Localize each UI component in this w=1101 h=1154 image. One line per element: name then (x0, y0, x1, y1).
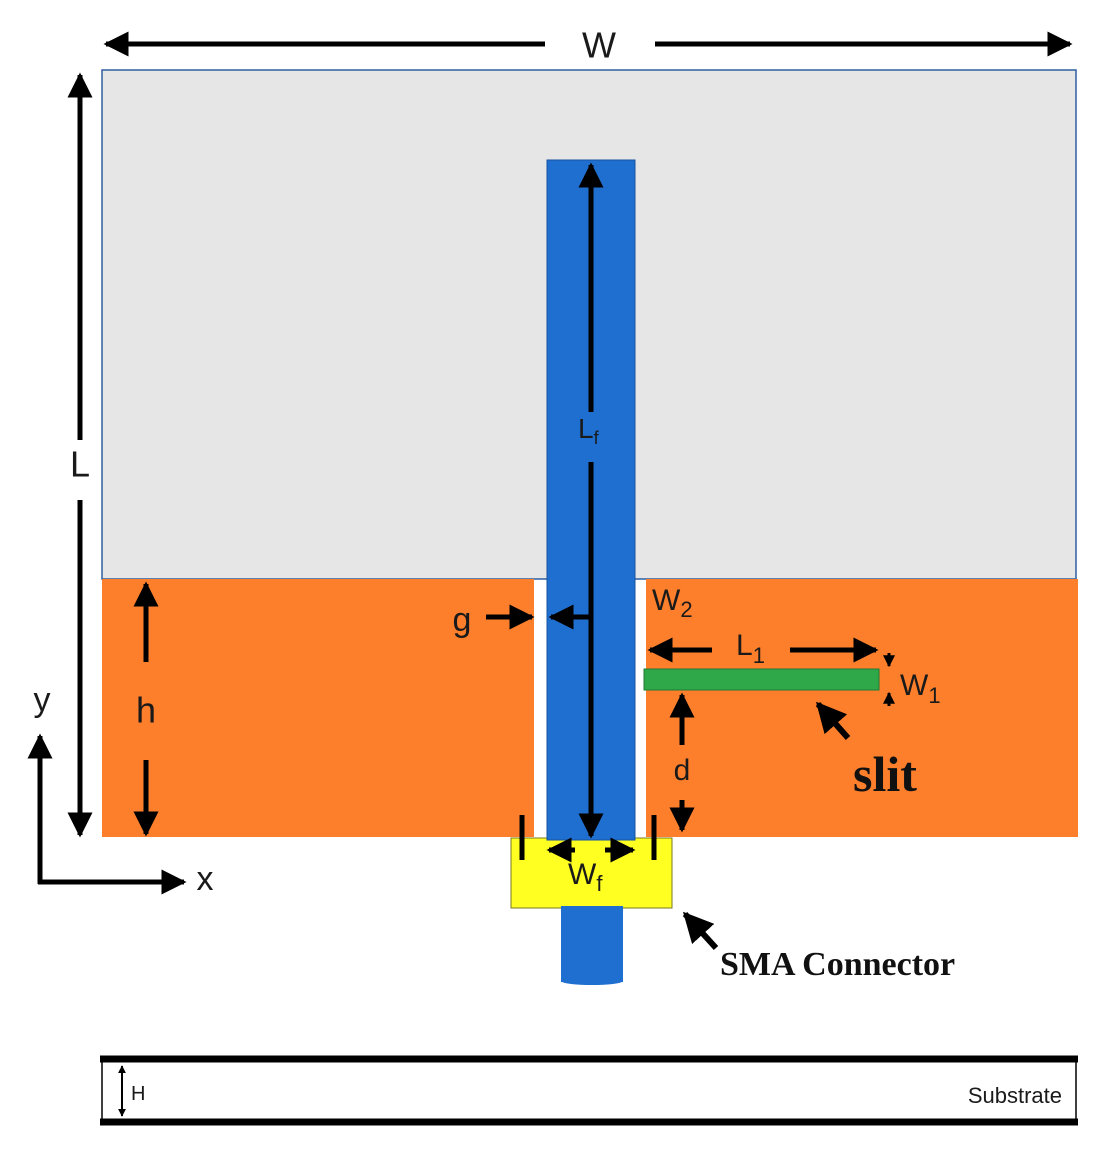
coordinate-axes-icon (27, 733, 187, 895)
label-W1: W1 (900, 669, 941, 708)
label-H: H (131, 1083, 145, 1105)
label-L1: L1 (736, 629, 765, 668)
feedline-pin-end (561, 977, 623, 985)
label-sma-connector: SMA Connector (720, 946, 955, 983)
slit (643, 668, 880, 691)
label-h: h (136, 690, 156, 731)
pointer-arrow-icon (815, 701, 851, 740)
ground-plane-left (102, 579, 534, 837)
label-W2: W2 (652, 584, 693, 622)
label-W: W (582, 25, 616, 66)
ground-plane-right (646, 579, 1078, 837)
label-Lf: Lf (578, 413, 600, 448)
label-slit: slit (853, 746, 917, 802)
label-x: x (197, 860, 214, 898)
label-L: L (70, 444, 90, 485)
label-Wf: Wf (568, 858, 603, 896)
pointer-arrow-icon (682, 911, 719, 951)
label-y: y (34, 681, 51, 719)
label-substrate: Substrate (968, 1083, 1062, 1108)
substrate-side-view (102, 1059, 1076, 1122)
feedline-pin (561, 906, 623, 982)
sma-connector-body (510, 837, 673, 909)
label-g: g (453, 601, 472, 639)
label-d: d (674, 754, 691, 787)
